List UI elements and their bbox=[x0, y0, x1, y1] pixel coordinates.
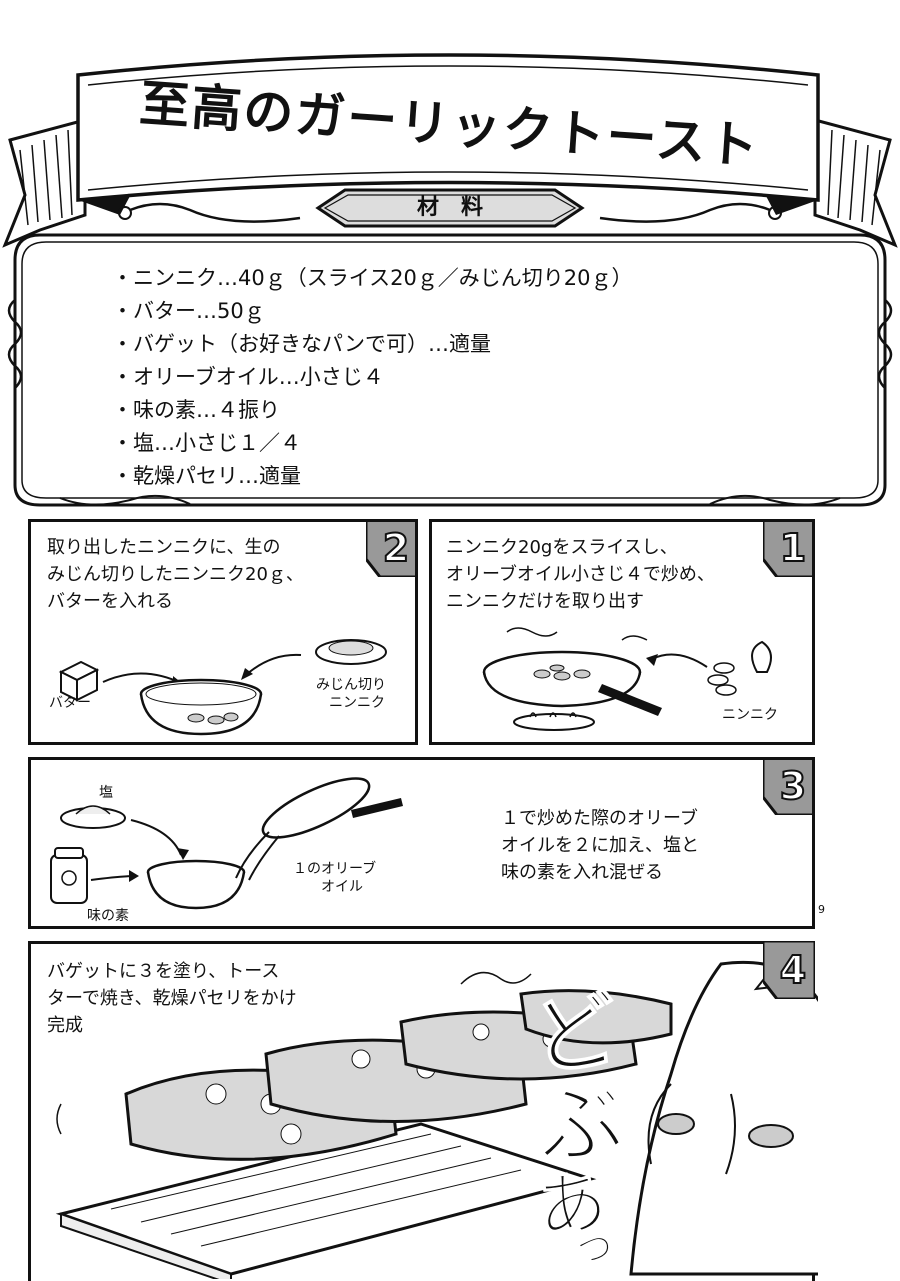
ingredients-heading: 材 料 bbox=[416, 195, 483, 220]
title-banner: 至高のガーリックトースト bbox=[0, 0, 900, 250]
butter-cube-icon bbox=[58, 660, 100, 702]
step-1-badge bbox=[763, 522, 812, 577]
mixing-bowl-icon bbox=[139, 678, 263, 736]
stove-burner-icon bbox=[513, 712, 595, 731]
step-2-badge bbox=[366, 522, 415, 577]
ingredients-list: ・ニンニク…40ｇ（スライス20ｇ／みじん切り20ｇ） ・バター…50ｇ ・バゲ… bbox=[112, 262, 633, 493]
garlic-toast-slice bbox=[519, 989, 673, 1045]
step-1-text: ニンニク20gをスライスし、 オリーブオイル小さじ４で炒め、 ニンニクだけを取り… bbox=[446, 537, 715, 612]
minced-garlic-plate-icon bbox=[315, 639, 387, 665]
step-1-panel: ニンニク20gをスライスし、 オリーブオイル小さじ４で炒め、 ニンニクだけを取り… bbox=[429, 519, 815, 745]
step-4-badge bbox=[763, 941, 815, 999]
ingredient-item: ・バゲット（お好きなパンで可）…適量 bbox=[112, 332, 492, 356]
step-1-number: 1 bbox=[779, 525, 807, 571]
step-2-panel: 取り出したニンニクに、生の みじん切りしたニンニク20ｇ、 バターを入れる 2 bbox=[28, 519, 418, 745]
oil-label-1: １のオリーブ bbox=[293, 861, 377, 877]
step-2-number: 2 bbox=[382, 525, 410, 571]
ingredient-item: ・バター…50ｇ bbox=[112, 299, 265, 323]
ajinomoto-label: 味の素 bbox=[87, 908, 129, 924]
mixing-illustration bbox=[50, 777, 403, 910]
step-4-panel: バゲットに３を塗り、トース ターで焼き、乾燥パセリをかけ 完成 bbox=[28, 941, 818, 1281]
garlic-clove-icon bbox=[707, 640, 772, 696]
frying-pan-icon bbox=[482, 650, 662, 716]
garlic-label: ニンニク bbox=[722, 707, 778, 723]
step-3-badge bbox=[763, 760, 812, 815]
page-number: 9 bbox=[818, 903, 825, 916]
step-3-number: 3 bbox=[779, 763, 807, 809]
salt-plate-icon bbox=[60, 805, 126, 829]
minced-garlic-label-2: ニンニク bbox=[329, 695, 385, 711]
ingredient-item: ・味の素…４振り bbox=[112, 398, 280, 422]
butter-bowl-illustration bbox=[58, 639, 387, 736]
seasoning-shaker-icon bbox=[50, 847, 88, 904]
frying-pan-illustration bbox=[482, 627, 772, 731]
ingredient-item: ・ニンニク…40ｇ（スライス20ｇ／みじん切り20ｇ） bbox=[112, 266, 633, 290]
mixing-bowl-icon bbox=[146, 859, 246, 910]
step-2-text: 取り出したニンニクに、生の みじん切りしたニンニク20ｇ、 バターを入れる bbox=[47, 537, 304, 612]
ornate-frame-graphic bbox=[7, 188, 893, 507]
ingredient-item: ・オリーブオイル…小さじ４ bbox=[112, 365, 384, 389]
step-3-panel: 3 １で炒めた際のオリーブ オイルを２に加え、塩と 味の素を入れ混ぜる bbox=[28, 757, 815, 929]
ingredients-frame: 材 料 bbox=[0, 180, 900, 520]
oil-label-2: オイル bbox=[321, 879, 363, 895]
toast-illustration bbox=[55, 960, 818, 1279]
step-4-number: 4 bbox=[779, 947, 807, 993]
butter-label: バター bbox=[49, 695, 91, 711]
banner-ribbon-graphic bbox=[2, 53, 898, 248]
pouring-pan-icon bbox=[235, 777, 403, 881]
step-4-text: バゲットに３を塗り、トース ターで焼き、乾燥パセリをかけ 完成 bbox=[47, 961, 297, 1036]
minced-garlic-label-1: みじん切り bbox=[316, 677, 386, 693]
salt-label: 塩 bbox=[99, 785, 113, 801]
ingredient-item: ・乾燥パセリ…適量 bbox=[112, 464, 301, 488]
step-3-text: １で炒めた際のオリーブ オイルを２に加え、塩と 味の素を入れ混ぜる bbox=[501, 808, 699, 883]
ingredient-item: ・塩…小さじ１／４ bbox=[112, 431, 301, 455]
sound-effect-char: っ bbox=[568, 1217, 620, 1275]
